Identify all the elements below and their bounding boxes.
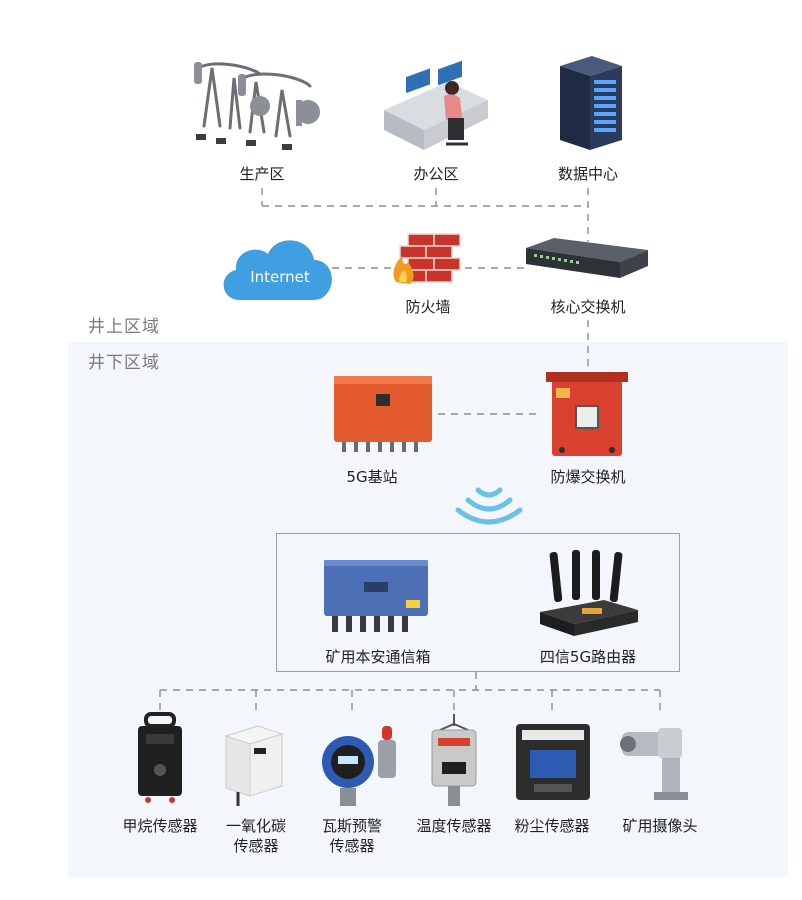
gas-warning-sensor-icon xyxy=(322,726,396,806)
label-gas-warning-sensor: 瓦斯预警传感器 xyxy=(321,817,382,855)
firewall-icon xyxy=(393,233,461,284)
label-datacenter: 数据中心 xyxy=(557,165,619,183)
label-office: 办公区 xyxy=(413,165,459,183)
label-production: 生产区 xyxy=(239,165,285,183)
core-switch-icon xyxy=(526,238,648,278)
wireless-signal-icon xyxy=(455,487,523,525)
label-explosion-switch: 防爆交换机 xyxy=(550,468,626,486)
access-device-box xyxy=(276,533,680,672)
zone-label-below: 井下区域 xyxy=(88,353,160,373)
label-methane-sensor: 甲烷传感器 xyxy=(122,817,198,835)
label-dust-sensor: 粉尘传感器 xyxy=(514,817,590,835)
label-mine-camera: 矿用摄像头 xyxy=(622,817,698,835)
dust-sensor-icon xyxy=(516,724,590,800)
label-temperature-sensor: 温度传感器 xyxy=(416,817,492,835)
label-router: 四信5G路由器 xyxy=(539,648,637,666)
pumpjack-icon xyxy=(194,62,320,150)
server-rack-icon xyxy=(560,56,622,150)
label-core-switch: 核心交换机 xyxy=(550,298,626,316)
co-sensor-icon xyxy=(224,725,284,806)
label-mine-box: 矿用本安通信箱 xyxy=(325,648,431,666)
methane-sensor-icon xyxy=(138,712,182,803)
mine-comm-box-icon xyxy=(324,560,428,632)
mine-camera-icon xyxy=(620,728,688,800)
router-icon xyxy=(540,550,638,636)
temperature-sensor-icon xyxy=(431,714,477,806)
zone-label-above: 井上区域 xyxy=(88,317,160,337)
internet-label: Internet xyxy=(250,268,310,286)
office-desk-icon xyxy=(384,60,488,150)
label-firewall: 防火墙 xyxy=(405,298,451,316)
base-station-icon xyxy=(334,376,432,452)
cloud-icon xyxy=(223,240,332,300)
label-co-sensor: 一氧化碳传感器 xyxy=(225,817,286,855)
label-base-station: 5G基站 xyxy=(346,468,398,486)
explosion-switch-icon xyxy=(546,372,628,456)
